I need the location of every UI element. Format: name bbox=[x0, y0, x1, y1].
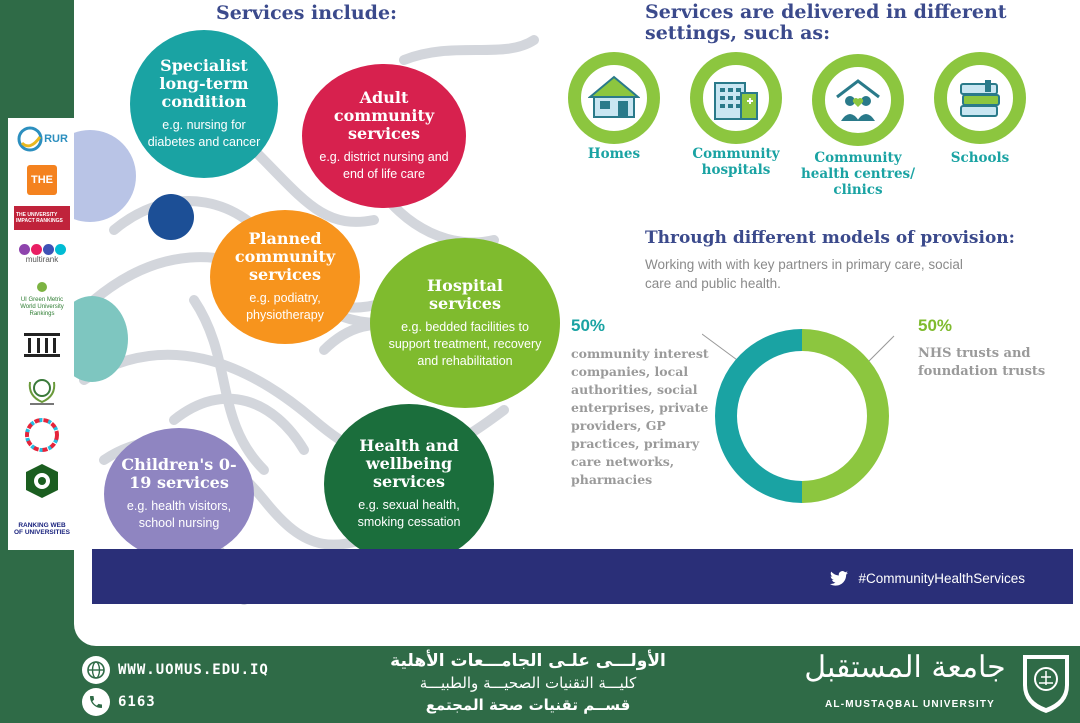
hashtag-row[interactable]: #CommunityHealthServices bbox=[830, 571, 1025, 586]
rur-logo: RUR bbox=[14, 122, 70, 156]
infographic-panel: Services include: Services are delivered… bbox=[74, 0, 1080, 646]
service-circle-planned: Planned community services e.g. podiatry… bbox=[210, 210, 360, 344]
columns-icon bbox=[24, 333, 60, 357]
service-subtitle: e.g. nursing for diabetes and cancer bbox=[147, 118, 261, 149]
the-logo-badge: THE bbox=[27, 165, 57, 195]
webometrics-logo: RANKING WEB OF UNIVERSITIES bbox=[14, 514, 70, 544]
greenmetric-badge: UI Green Metric World University Ranking… bbox=[15, 279, 69, 317]
multirank-dot bbox=[30, 244, 42, 255]
arabic-tagline: الأولـــى علـى الجامـــعات الأهلية bbox=[390, 651, 666, 671]
service-circle-wellbeing: Health and wellbeing services e.g. sexua… bbox=[324, 404, 494, 564]
university-name-english: AL-MUSTAQBAL UNIVERSITY bbox=[824, 699, 995, 710]
donut-slice-1 bbox=[715, 329, 803, 503]
rankings-logo-strip: RUR THE THE UNIVERSITY IMPACT RANKINGS m… bbox=[8, 118, 74, 550]
left-description: community interest companies, local auth… bbox=[571, 346, 709, 487]
service-title: Adult community services bbox=[333, 88, 435, 143]
service-subtitle: e.g. podiatry, physiotherapy bbox=[246, 291, 324, 322]
multirank-dot bbox=[42, 244, 54, 255]
right-percent: 50% bbox=[918, 316, 953, 335]
models-title: Through different models of provision: bbox=[645, 228, 1015, 248]
multirank-logo-text: multirank bbox=[25, 255, 59, 264]
multirank-dot bbox=[18, 244, 30, 255]
hospital-building-icon bbox=[690, 52, 782, 144]
rur-logo-text: RUR bbox=[44, 133, 68, 145]
engineers-emblem-icon bbox=[26, 464, 58, 498]
house-icon bbox=[568, 52, 660, 144]
arab-engineers-logo bbox=[14, 460, 70, 504]
service-title: Children's 0-19 services bbox=[121, 455, 237, 492]
setting-label-schools: Schools bbox=[950, 150, 1010, 166]
hashtag-text: #CommunityHealthServices bbox=[858, 571, 1025, 586]
columns-building-logo bbox=[14, 328, 70, 362]
service-circle-specialist: Specialist long-term condition e.g. nurs… bbox=[130, 30, 278, 178]
webometrics-logo-text: RANKING WEB OF UNIVERSITIES bbox=[14, 522, 70, 536]
settings-title: Services are delivered in different sett… bbox=[645, 1, 1007, 44]
services-title: Services include: bbox=[216, 2, 398, 24]
globe-www-icon bbox=[82, 656, 110, 684]
setting-label-homes: Homes bbox=[587, 146, 641, 162]
service-title: Planned community services bbox=[234, 229, 336, 284]
greenmetric-logo: UI Green Metric World University Ranking… bbox=[14, 278, 70, 318]
arab-universities-logo bbox=[14, 370, 70, 410]
left-percent: 50% bbox=[571, 316, 606, 335]
right-description: NHS trusts and foundation trusts bbox=[918, 346, 1046, 379]
sdg-logo bbox=[14, 416, 70, 454]
service-title: Specialist long-term condition bbox=[159, 56, 249, 111]
models-description: Working with with key partners in primar… bbox=[645, 257, 963, 291]
multirank-logo: multirank bbox=[14, 236, 70, 272]
books-icon bbox=[934, 52, 1026, 144]
the-impact-logo-text: THE UNIVERSITY IMPACT RANKINGS bbox=[16, 212, 63, 224]
university-crest-icon bbox=[1023, 655, 1069, 713]
phone-number[interactable]: 6163 bbox=[118, 694, 156, 710]
the-logo-text: THE bbox=[31, 174, 53, 186]
hashtag-banner: #CommunityHealthServices bbox=[92, 549, 1073, 604]
arabic-department-name: قســم تقنيات صحة المجتمع bbox=[425, 696, 631, 714]
service-circle-adult: Adult community services e.g. district n… bbox=[302, 64, 466, 208]
setting-label-clinics: Community health centres/ clinics bbox=[800, 150, 916, 198]
service-title: Hospital services bbox=[427, 275, 503, 313]
donut-chart bbox=[702, 329, 895, 503]
the-impact-badge: THE UNIVERSITY IMPACT RANKINGS bbox=[14, 206, 70, 230]
service-subtitle: e.g. sexual health, smoking cessation bbox=[357, 498, 461, 529]
laurel-emblem-icon bbox=[28, 379, 56, 405]
service-circle-children: Children's 0-19 services e.g. health vis… bbox=[104, 428, 254, 560]
multirank-dot bbox=[54, 244, 66, 255]
service-subtitle: e.g. bedded facilities to support treatm… bbox=[388, 319, 542, 368]
decorative-circle-navy bbox=[148, 194, 194, 240]
service-subtitle: e.g. district nursing and end of life ca… bbox=[319, 150, 449, 181]
university-name-arabic: جامعة المستقبل bbox=[804, 650, 1006, 685]
multirank-circles bbox=[18, 244, 66, 255]
donut-slice-2 bbox=[801, 329, 889, 503]
greenmetric-logo-text: UI Green Metric World University Ranking… bbox=[20, 297, 64, 317]
twitter-bird-icon bbox=[830, 571, 849, 586]
service-subtitle: e.g. health visitors, school nursing bbox=[126, 499, 232, 530]
the-impact-logo: THE UNIVERSITY IMPACT RANKINGS bbox=[14, 204, 70, 232]
sdg-wheel-icon bbox=[25, 418, 59, 452]
service-circle-hospital: Hospital services e.g. bedded facilities… bbox=[370, 238, 560, 408]
rur-emblem bbox=[17, 126, 43, 152]
website-link[interactable]: WWW.UOMUS.EDU.IQ bbox=[118, 662, 269, 678]
setting-label-hospitals: Community hospitals bbox=[692, 146, 780, 178]
arabic-college-name: كليـــة التقنيات الصحيـــة والطبيـــة bbox=[419, 674, 637, 692]
the-logo: THE bbox=[14, 164, 70, 196]
greenmetric-dot bbox=[37, 282, 47, 292]
phone-icon bbox=[82, 688, 110, 716]
service-title: Health and wellbeing services bbox=[359, 436, 459, 491]
health-centre-icon bbox=[812, 54, 904, 146]
